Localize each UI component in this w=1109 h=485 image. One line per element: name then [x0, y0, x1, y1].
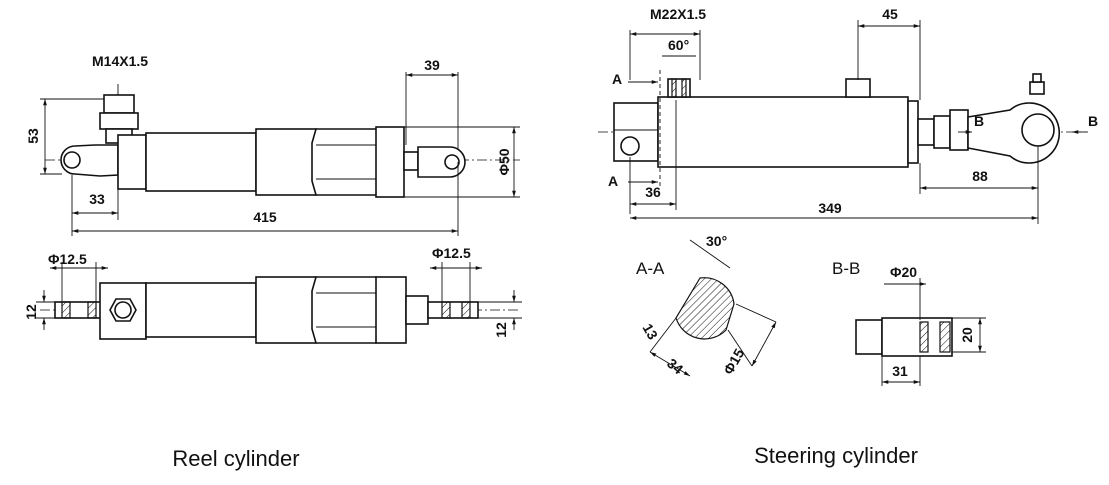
section-bb-diameter-dim: Φ20 — [890, 264, 917, 280]
section-aa-flat-dim: 13 — [640, 321, 662, 343]
section-a-mark-top: A — [612, 71, 622, 87]
steering-caption: Steering cylinder — [754, 443, 918, 468]
steering-base-offset-dim: 36 — [645, 184, 661, 200]
steering-main-view: M22X1.5 60° 45 88 36 349 A A B B — [598, 6, 1098, 224]
section-aa-width-dim: 34 — [664, 355, 686, 377]
section-aa-title: A-A — [636, 259, 665, 278]
reel-total-length-dim: 415 — [253, 209, 277, 225]
steering-rod-end-dim: 88 — [972, 168, 988, 184]
reel-thread-label: M14X1.5 — [92, 53, 148, 69]
section-a-mark-bottom: A — [608, 173, 618, 189]
steering-port-offset-dim: 45 — [882, 6, 898, 22]
section-aa-diameter-dim: Φ15 — [720, 346, 747, 378]
section-aa: A-A 30° 13 34 Φ15 — [636, 233, 777, 378]
reel-bottom-view: Φ12.5 Φ12.5 12 12 — [23, 245, 522, 344]
steering-thread-label: M22X1.5 — [650, 6, 706, 22]
section-bb-title: B-B — [832, 259, 860, 278]
section-bb-length-dim: 31 — [892, 363, 908, 379]
steering-total-length-dim: 349 — [818, 200, 842, 216]
steering-angle-label: 60° — [668, 37, 689, 53]
reel-height-dim: 53 — [25, 128, 41, 144]
reel-right-pin-dim: Φ12.5 — [432, 245, 471, 261]
section-aa-angle-label: 30° — [706, 233, 727, 249]
section-b-mark-left: B — [974, 113, 984, 129]
reel-caption: Reel cylinder — [172, 446, 299, 471]
reel-left-pin-dim: Φ12.5 — [48, 251, 87, 267]
section-bb-height-dim: 20 — [959, 327, 975, 343]
reel-top-view: M14X1.5 53 33 415 39 Φ50 — [25, 53, 520, 236]
reel-diameter-dim: Φ50 — [496, 148, 512, 175]
reel-clevis-length-dim: 39 — [424, 57, 440, 73]
reel-left-width-dim: 12 — [23, 304, 39, 320]
reel-right-width-dim: 12 — [493, 322, 509, 338]
section-b-mark-right: B — [1088, 113, 1098, 129]
section-bb: B-B Φ20 20 31 — [832, 259, 986, 386]
reel-eye-offset-dim: 33 — [89, 191, 105, 207]
